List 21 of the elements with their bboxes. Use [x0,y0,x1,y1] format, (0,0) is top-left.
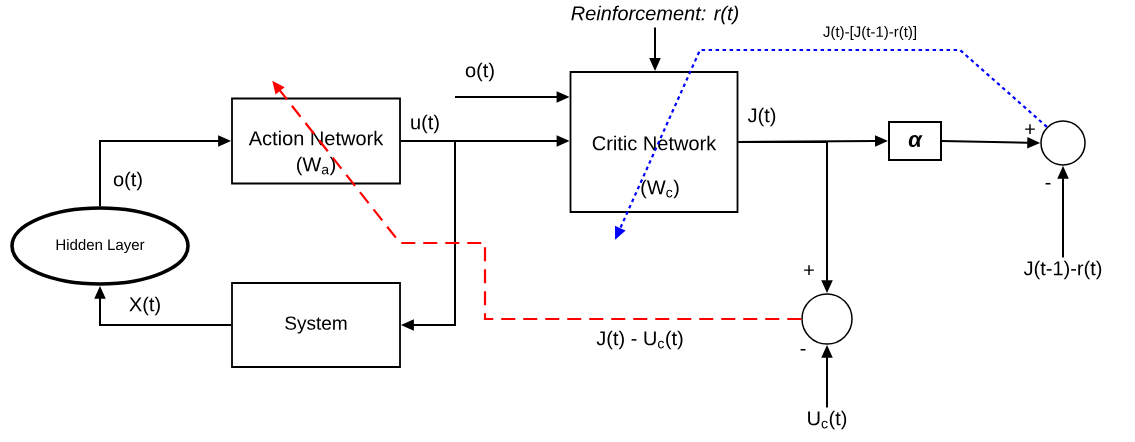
process-box: Action Network (W$_{a}$) [231,97,401,185]
edge-label: o(t) [464,61,496,83]
edge-label: J(t) [746,106,778,128]
edge-label: X(t) [127,295,163,317]
sign-label: + [1025,124,1035,134]
sign-label: - [1045,182,1051,185]
sign-label: + [804,265,814,275]
signal-label: Reinforcement: r(t) [571,5,739,25]
signal-label: J(t-1)-r(t) [1023,260,1102,280]
process-box: System [231,282,401,368]
edge-label: J(t) - U$_{c}$(t) [595,329,685,351]
edge-label: u(t) [409,113,441,135]
arrow [399,140,456,331]
gain-box: α [888,121,942,161]
edge-label: o(t) [112,170,144,192]
process-box: Critic Network (W$_{c}$) [569,71,739,213]
summing-junction [1040,120,1086,166]
summing-junction [801,293,853,345]
signal-label: U$_{c}$(t) [808,410,847,430]
sign-label: - [800,348,806,351]
edge-label: J(t)-[J(t-1)-r(t)] [821,25,919,41]
